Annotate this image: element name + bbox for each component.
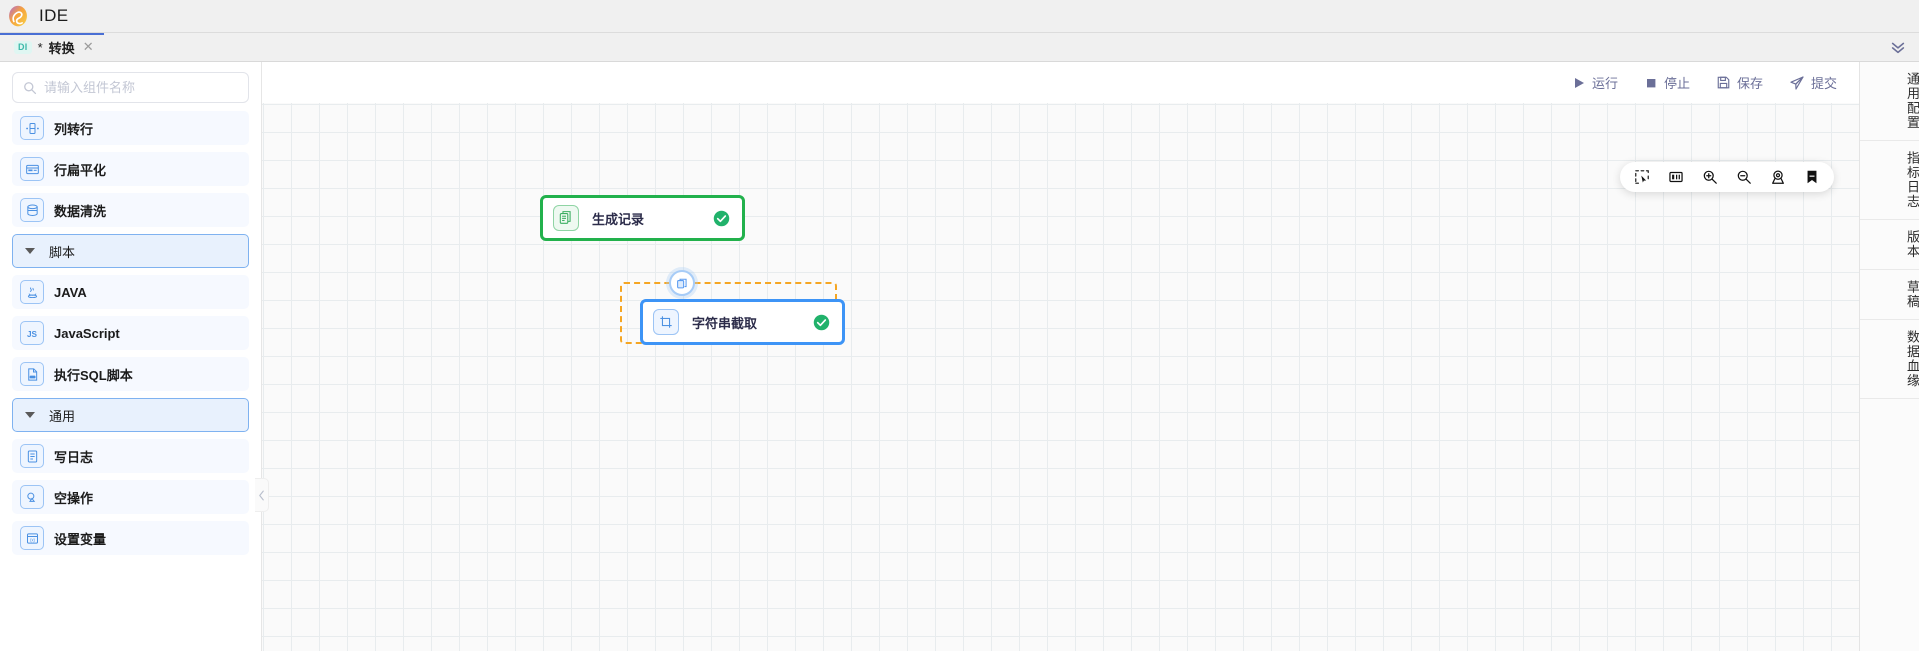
status-badge-success xyxy=(713,210,730,226)
set-variable-icon: (x) xyxy=(20,526,44,550)
database-clean-icon xyxy=(20,198,44,222)
palette-item-kongcaozuo[interactable]: 空操作 xyxy=(12,480,249,514)
search-icon xyxy=(24,81,37,94)
save-icon xyxy=(1717,76,1730,89)
zoom-out-icon[interactable] xyxy=(1736,169,1752,185)
node-label: 字符串截取 xyxy=(692,315,758,331)
palette-item-shezhibianliang[interactable]: (x) 设置变量 xyxy=(12,521,249,555)
rail-tab-zhibiaorizhi[interactable]: 指标日志 xyxy=(1860,141,1919,220)
title-bar: IDE xyxy=(0,0,1919,33)
node-label: 生成记录 xyxy=(592,211,645,227)
search-box[interactable] xyxy=(12,72,249,103)
rail-tab-banben[interactable]: 版本 xyxy=(1860,220,1919,270)
save-button[interactable]: 保存 xyxy=(1716,73,1763,92)
generate-records-icon xyxy=(553,205,579,231)
palette-group-label: 脚本 xyxy=(49,244,76,260)
rail-filler xyxy=(1860,399,1919,651)
caret-down-icon xyxy=(25,248,35,254)
tab-label: 转换 xyxy=(48,40,75,56)
component-list: 列转行 行扁平化 xyxy=(0,111,261,651)
tab-bar: DI * 转换 ✕ xyxy=(0,33,1919,62)
component-palette-panel: 列转行 行扁平化 xyxy=(0,62,262,651)
javascript-icon: JS xyxy=(20,321,44,345)
canvas-view-tools xyxy=(1620,162,1834,192)
run-button[interactable]: 运行 xyxy=(1572,73,1618,92)
submit-button-label: 提交 xyxy=(1810,76,1837,91)
layout-align-icon[interactable] xyxy=(1668,169,1684,185)
status-badge-success xyxy=(813,314,830,330)
swirl-logo-icon xyxy=(9,5,27,27)
column-to-row-icon xyxy=(20,116,44,140)
play-icon xyxy=(1574,77,1584,88)
palette-item-label: 数据清洗 xyxy=(54,203,107,219)
palette-item-zhixing-sql[interactable]: 执行SQL脚本 xyxy=(12,357,249,391)
substring-icon xyxy=(653,309,679,335)
zoom-in-icon[interactable] xyxy=(1702,169,1718,185)
palette-item-label: 空操作 xyxy=(54,490,94,506)
rail-tab-caogao[interactable]: 草稿 xyxy=(1860,270,1919,320)
edge-layer xyxy=(262,103,562,253)
stop-button[interactable]: 停止 xyxy=(1644,73,1690,92)
close-icon[interactable]: ✕ xyxy=(82,39,94,54)
svg-text:JS: JS xyxy=(27,329,38,338)
chevron-left-icon xyxy=(259,490,264,500)
palette-item-label: 列转行 xyxy=(54,121,94,137)
copy-layers-icon[interactable] xyxy=(669,270,695,296)
row-flatten-icon xyxy=(20,157,44,181)
stop-button-label: 停止 xyxy=(1663,76,1690,91)
canvas-area[interactable]: 运行 停止 保存 提交 xyxy=(262,62,1859,651)
tab-type-badge: DI xyxy=(14,40,32,54)
page-title: IDE xyxy=(39,6,69,25)
submit-button[interactable]: 提交 xyxy=(1789,73,1837,92)
canvas-node-shengchengjilu[interactable]: 生成记录 xyxy=(540,195,745,241)
fit-view-icon[interactable] xyxy=(1770,169,1786,185)
palette-item-shujuqingxi[interactable]: 数据清洗 xyxy=(12,193,249,227)
sql-file-icon xyxy=(20,362,44,386)
search-input[interactable] xyxy=(44,80,238,95)
send-icon xyxy=(1790,75,1804,90)
canvas-action-toolbar: 运行 停止 保存 提交 xyxy=(262,62,1859,103)
save-button-label: 保存 xyxy=(1736,76,1763,91)
java-icon xyxy=(20,280,44,304)
right-side-rail: 通用配置 指标日志 版本 草稿 数据血缘 xyxy=(1859,62,1919,651)
palette-item-label: 行扁平化 xyxy=(54,162,107,178)
stop-icon xyxy=(1646,78,1656,87)
palette-item-xierizhi[interactable]: 写日志 xyxy=(12,439,249,473)
tab-bar-spacer xyxy=(104,33,1877,61)
rail-tab-tongyongpeizhi[interactable]: 通用配置 xyxy=(1860,62,1919,141)
caret-down-icon xyxy=(25,412,35,418)
canvas-grid[interactable] xyxy=(262,103,1859,651)
palette-group-tongyong[interactable]: 通用 xyxy=(12,398,249,432)
bookmark-icon[interactable] xyxy=(1804,169,1820,185)
rail-tab-shujuxueyuan[interactable]: 数据血缘 xyxy=(1860,320,1919,399)
marquee-select-icon[interactable] xyxy=(1634,169,1650,185)
tab-zhuanhuan[interactable]: DI * 转换 ✕ xyxy=(0,33,104,61)
run-button-label: 运行 xyxy=(1591,76,1618,91)
palette-item-label: JAVA xyxy=(54,284,87,300)
palette-group-jiaoben[interactable]: 脚本 xyxy=(12,234,249,268)
palette-item-liezhuanhang[interactable]: 列转行 xyxy=(12,111,249,145)
tab-dirty-indicator: * xyxy=(37,39,43,55)
svg-text:(x): (x) xyxy=(30,537,35,542)
canvas-node-zifuchuanjiequ[interactable]: 字符串截取 xyxy=(640,299,845,345)
palette-item-label: 执行SQL脚本 xyxy=(54,367,133,383)
search-container xyxy=(0,62,261,111)
palette-item-label: 设置变量 xyxy=(54,531,107,547)
palette-item-label: 写日志 xyxy=(54,449,94,465)
panel-collapse-handle[interactable] xyxy=(255,478,269,512)
palette-item-label: JavaScript xyxy=(54,325,120,341)
palette-item-javascript[interactable]: JS JavaScript xyxy=(12,316,249,350)
write-log-icon xyxy=(20,444,44,468)
palette-item-java[interactable]: JAVA xyxy=(12,275,249,309)
palette-group-label: 通用 xyxy=(49,408,76,424)
no-op-icon xyxy=(20,485,44,509)
palette-item-hangbianpinghua[interactable]: 行扁平化 xyxy=(12,152,249,186)
chevron-double-down-icon[interactable] xyxy=(1877,33,1919,61)
